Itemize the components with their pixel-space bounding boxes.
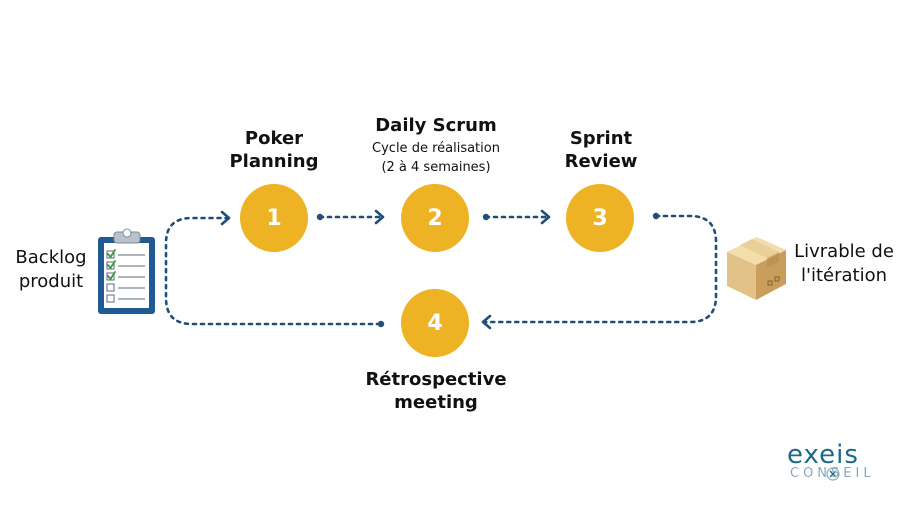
step-4-title-line1: Rétrospective (365, 369, 507, 390)
step-2-circle: 2 (401, 184, 469, 252)
deliverable-label-line2: l'itération (801, 265, 887, 287)
arrowhead-2 (374, 209, 385, 225)
step-3-circle: 3 (566, 184, 634, 252)
step-1-number: 1 (266, 205, 282, 231)
backlog-label: Backlog produit (8, 246, 94, 295)
step-3-title-line2: Review (564, 150, 638, 172)
exeis-logo-subtitle: CONSEIL (790, 466, 875, 481)
arrowhead-4 (481, 314, 492, 330)
step-4-title-line2: meeting (394, 391, 478, 413)
arrowhead-1 (220, 210, 231, 226)
step-2-title: Daily Scrum (375, 115, 497, 136)
step-3-title-line1: Sprint (569, 128, 633, 149)
cardboard-box-icon (727, 237, 786, 300)
backlog-label-line2: produit (18, 271, 84, 293)
deliverable-label-line1: Livrable de (794, 241, 894, 262)
step-4-circle: 4 (401, 289, 469, 357)
exeis-logo-mark (826, 467, 840, 481)
step-1-title-line2: Planning (229, 150, 319, 172)
step-2-number: 2 (427, 205, 443, 231)
step-4-number: 4 (427, 310, 443, 336)
backlog-label-line1: Backlog (15, 247, 87, 268)
arrow-4-to-1 (164, 216, 382, 326)
arrowhead-3 (540, 209, 551, 225)
step-2-subtitle-line2: (2 à 4 semaines) (381, 159, 491, 175)
arrow-3-to-4 (484, 214, 718, 324)
step-2-subtitle: Cycle de réalisation (2 à 4 semaines) (356, 140, 516, 178)
step-2-subtitle-line1: Cycle de réalisation (372, 141, 500, 156)
exeis-logo: exeis (787, 440, 859, 470)
step-1-circle: 1 (240, 184, 308, 252)
step-1-title-line1: Poker (244, 128, 304, 149)
step-3-number: 3 (592, 205, 608, 231)
step-4-title: Rétrospective meeting (346, 369, 526, 414)
step-3-title: Sprint Review (541, 128, 661, 173)
deliverable-label: Livrable de l'itération (790, 240, 898, 289)
clipboard-checklist-icon (98, 228, 155, 314)
step-1-title: Poker Planning (214, 128, 334, 173)
